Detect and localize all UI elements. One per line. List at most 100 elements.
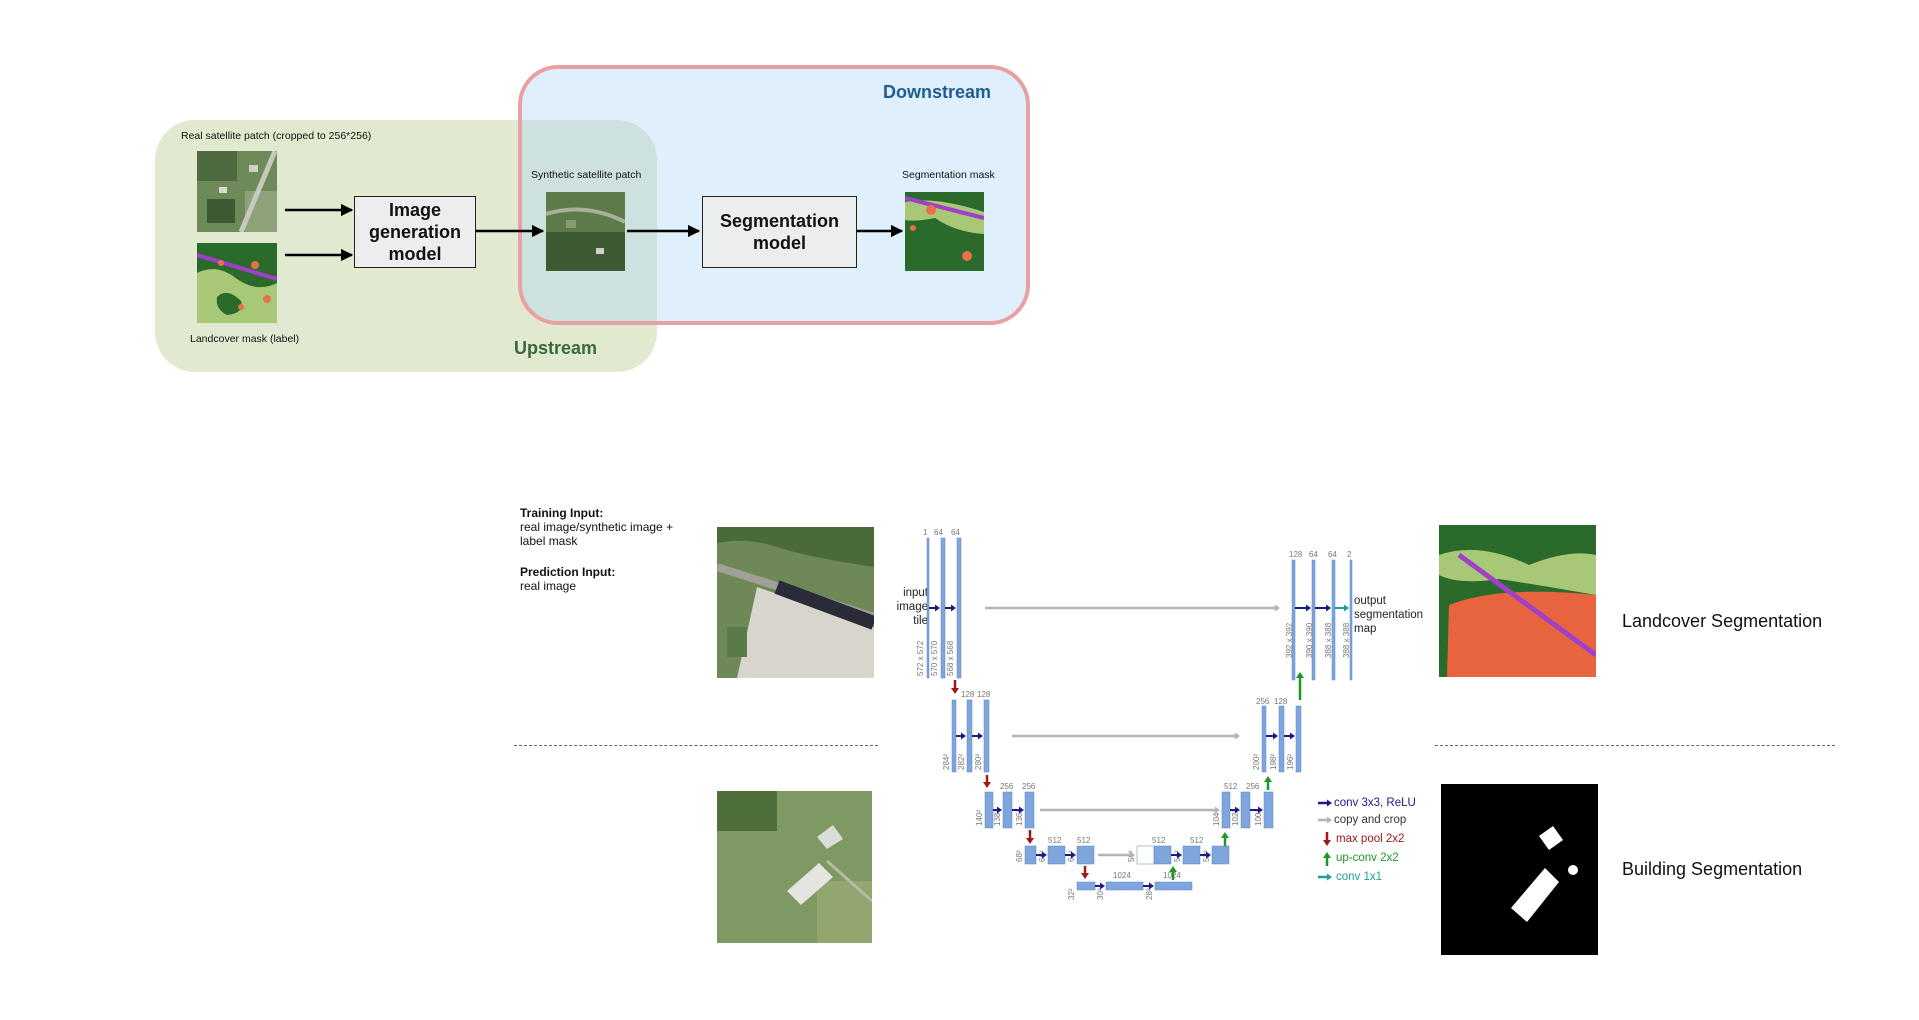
l2-conv-1-head bbox=[961, 732, 966, 740]
u3-size-2: 100² bbox=[1254, 810, 1263, 826]
u4-channel-1: 512 bbox=[1190, 836, 1204, 845]
image-generation-model-box: Image generation model bbox=[354, 196, 476, 268]
copy-2-head bbox=[1235, 732, 1240, 740]
l2-size-2: 280² bbox=[974, 754, 983, 770]
u2-block-2 bbox=[1278, 705, 1285, 773]
legend-conv-marker-head bbox=[1327, 799, 1332, 807]
l5-block-3 bbox=[1154, 881, 1193, 891]
real-patch-caption: Real satellite patch (cropped to 256*256… bbox=[181, 130, 372, 142]
landcover-output-tile bbox=[1439, 525, 1596, 677]
legend-pool: max pool 2x2 bbox=[1336, 833, 1405, 845]
legend-copy-marker-head bbox=[1327, 816, 1332, 824]
l1-size-2: 568 x 568 bbox=[946, 640, 955, 676]
pool-4-head bbox=[1081, 873, 1089, 879]
landcover-mask-tile bbox=[197, 243, 277, 323]
training-input-title: Training Input: bbox=[520, 506, 604, 520]
l3-size-1: 138² bbox=[993, 810, 1002, 826]
l4-block-3 bbox=[1076, 845, 1095, 865]
image-generation-model-label: Image generation model bbox=[368, 200, 461, 264]
u4-conv-1-head bbox=[1177, 851, 1182, 859]
u4-block-up bbox=[1153, 845, 1172, 865]
segmentation-model-label: Segmentation model bbox=[719, 211, 839, 253]
l2-size-1: 282² bbox=[957, 754, 966, 770]
u2-size-1: 198² bbox=[1269, 754, 1278, 770]
u4-channel-0: 512 bbox=[1152, 836, 1166, 845]
l2-block-2 bbox=[966, 699, 973, 773]
l1-channel-0: 1 bbox=[923, 528, 928, 537]
l2-size-0: 284² bbox=[942, 754, 951, 770]
u4-conv-2-head bbox=[1206, 851, 1211, 859]
l3-conv-1-head bbox=[997, 806, 1002, 814]
u1-size-3: 388 x 388 bbox=[1342, 622, 1351, 658]
l4-channel-0: 512 bbox=[1048, 836, 1062, 845]
l3-size-0: 140² bbox=[975, 810, 984, 826]
l1-block-2 bbox=[940, 537, 946, 679]
l4-size-2: 64² bbox=[1067, 850, 1076, 862]
upconv-3-head bbox=[1221, 832, 1229, 838]
synthetic-caption: Synthetic satellite patch bbox=[531, 169, 642, 181]
u1-channel-3: 2 bbox=[1347, 550, 1352, 559]
u4-size-0: 56² bbox=[1127, 850, 1136, 862]
l3-size-2: 136² bbox=[1015, 810, 1024, 826]
landcover-segmentation-label: Landcover Segmentation bbox=[1622, 611, 1823, 631]
u3-size-0: 104² bbox=[1212, 810, 1221, 826]
u4-block-3 bbox=[1211, 845, 1230, 865]
l5-channel-1: 1024 bbox=[1163, 871, 1181, 880]
l4-conv-1-head bbox=[1042, 851, 1047, 859]
u1-channel-0: 128 bbox=[1289, 550, 1303, 559]
u3-conv-2-head bbox=[1258, 806, 1263, 814]
segmentation-mask-tile bbox=[905, 192, 984, 271]
prediction-input-title: Prediction Input: bbox=[520, 565, 616, 579]
unet-input-label: input image tile bbox=[896, 587, 928, 627]
l3-channel-1: 256 bbox=[1022, 782, 1036, 791]
u3-channel-1: 256 bbox=[1246, 782, 1260, 791]
l4-block-1 bbox=[1024, 845, 1037, 865]
mask-caption: Landcover mask (label) bbox=[190, 333, 300, 345]
l4-block-2 bbox=[1047, 845, 1066, 865]
legend-upconv: up-conv 2x2 bbox=[1336, 852, 1399, 864]
l3-block-1 bbox=[984, 791, 994, 829]
l5-size-1: 30² bbox=[1096, 888, 1105, 900]
upstream-title: Upstream bbox=[514, 338, 598, 358]
l2-block-3 bbox=[983, 699, 990, 773]
u3-block-3 bbox=[1263, 791, 1274, 829]
l3-block-2 bbox=[1002, 791, 1013, 829]
u1-conv1x1-head bbox=[1344, 604, 1349, 612]
l4-size-1: 66² bbox=[1038, 850, 1047, 862]
dashed-separator-left bbox=[514, 745, 878, 746]
legend-conv1-marker-head bbox=[1327, 873, 1332, 881]
l2-block-1 bbox=[951, 699, 957, 773]
l5-channel-0: 1024 bbox=[1113, 871, 1131, 880]
l5-conv-1-head bbox=[1100, 882, 1105, 890]
u3-channel-0: 512 bbox=[1224, 782, 1238, 791]
u1-conv-1-head bbox=[1306, 604, 1311, 612]
u1-conv-2-head bbox=[1326, 604, 1331, 612]
l3-conv-2-head bbox=[1019, 806, 1024, 814]
l5-block-2 bbox=[1105, 881, 1144, 891]
u3-block-2 bbox=[1240, 791, 1251, 829]
u2-size-0: 200² bbox=[1252, 754, 1261, 770]
u4-block-crop bbox=[1136, 845, 1155, 865]
real-satellite-tile bbox=[197, 151, 277, 232]
u4-block-2 bbox=[1182, 845, 1201, 865]
l1-block-3 bbox=[956, 537, 962, 679]
unet-output-label: output segmentation map bbox=[1354, 595, 1424, 635]
u3-block-1 bbox=[1221, 791, 1231, 829]
pool-3-head bbox=[1026, 838, 1034, 844]
input-aerial-tile bbox=[717, 527, 874, 678]
l1-conv-1-head bbox=[935, 604, 940, 612]
legend-conv: conv 3x3, ReLU bbox=[1334, 797, 1416, 809]
u4-size-1: 54² bbox=[1173, 850, 1182, 862]
u4-size-2: 52² bbox=[1202, 850, 1211, 862]
pool-2-head bbox=[983, 782, 991, 788]
u1-size-1: 390 x 390 bbox=[1305, 622, 1314, 658]
pool-1-head bbox=[951, 688, 959, 694]
l4-size-0: 68² bbox=[1015, 850, 1024, 862]
building-segmentation-label: Building Segmentation bbox=[1622, 859, 1803, 879]
u3-conv-1-head bbox=[1235, 806, 1240, 814]
output-caption: Segmentation mask bbox=[902, 169, 995, 181]
u2-channel-0: 256 bbox=[1256, 697, 1270, 706]
u2-block-3 bbox=[1295, 705, 1302, 773]
u1-channel-2: 64 bbox=[1328, 550, 1337, 559]
legend-pool-marker-head bbox=[1323, 840, 1331, 846]
